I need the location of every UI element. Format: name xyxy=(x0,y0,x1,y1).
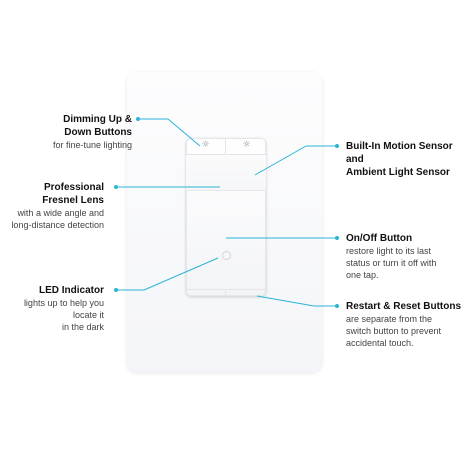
callout-desc: with a wide angle and xyxy=(17,208,104,218)
callout-desc: long-distance detection xyxy=(11,220,104,230)
callout-desc: switch button to prevent xyxy=(346,326,442,336)
sun-icon: ☼ xyxy=(201,140,210,150)
callout-desc: locate it xyxy=(72,310,104,320)
reset-button[interactable] xyxy=(227,291,266,296)
callout-title: On/Off Button xyxy=(346,233,413,244)
callout-title: LED Indicator xyxy=(38,285,104,296)
callout-title: Down Buttons xyxy=(64,127,132,138)
callout-title: Restart & Reset Buttons xyxy=(346,301,462,312)
callout-fresnel: Professional Fresnel Lens with a wide an… xyxy=(0,181,104,231)
callout-desc: status or turn it off with xyxy=(346,258,437,268)
callout-desc: accidental touch. xyxy=(346,338,414,348)
callout-title: Dimming Up & xyxy=(63,114,132,125)
led-indicator-icon xyxy=(222,251,231,260)
dim-down-button[interactable]: ☼ xyxy=(186,138,226,155)
restart-button[interactable] xyxy=(186,291,226,296)
fresnel-lens xyxy=(186,155,266,191)
callout-sensor: Built-In Motion Sensor and Ambient Light… xyxy=(346,140,472,179)
callout-desc: are separate from the xyxy=(346,314,433,324)
callout-title: Ambient Light Sensor xyxy=(346,167,450,178)
dim-up-button[interactable]: ☼ xyxy=(227,138,266,155)
callout-title: Professional xyxy=(43,182,104,193)
callout-desc: for fine-tune lighting xyxy=(52,140,132,150)
sun-icon: ☼ xyxy=(242,140,251,150)
callout-onoff: On/Off Button restore light to its last … xyxy=(346,232,472,281)
callout-title: Built-In Motion Sensor and xyxy=(346,141,453,165)
callout-desc: one tap. xyxy=(346,270,379,280)
callout-title: Fresnel Lens xyxy=(42,195,104,206)
callout-dimming: Dimming Up & Down Buttons for fine-tune … xyxy=(2,113,132,151)
smart-switch: ☼ ☼ xyxy=(186,138,266,296)
restart-reset-strip xyxy=(186,289,266,296)
callout-desc: lights up to help you xyxy=(23,298,104,308)
callout-desc: restore light to its last xyxy=(346,246,432,256)
callout-restart: Restart & Reset Buttons are separate fro… xyxy=(346,300,472,349)
callout-led: LED Indicator lights up to help you loca… xyxy=(0,284,104,333)
callout-desc: in the dark xyxy=(61,322,104,332)
on-off-button[interactable] xyxy=(186,191,266,287)
